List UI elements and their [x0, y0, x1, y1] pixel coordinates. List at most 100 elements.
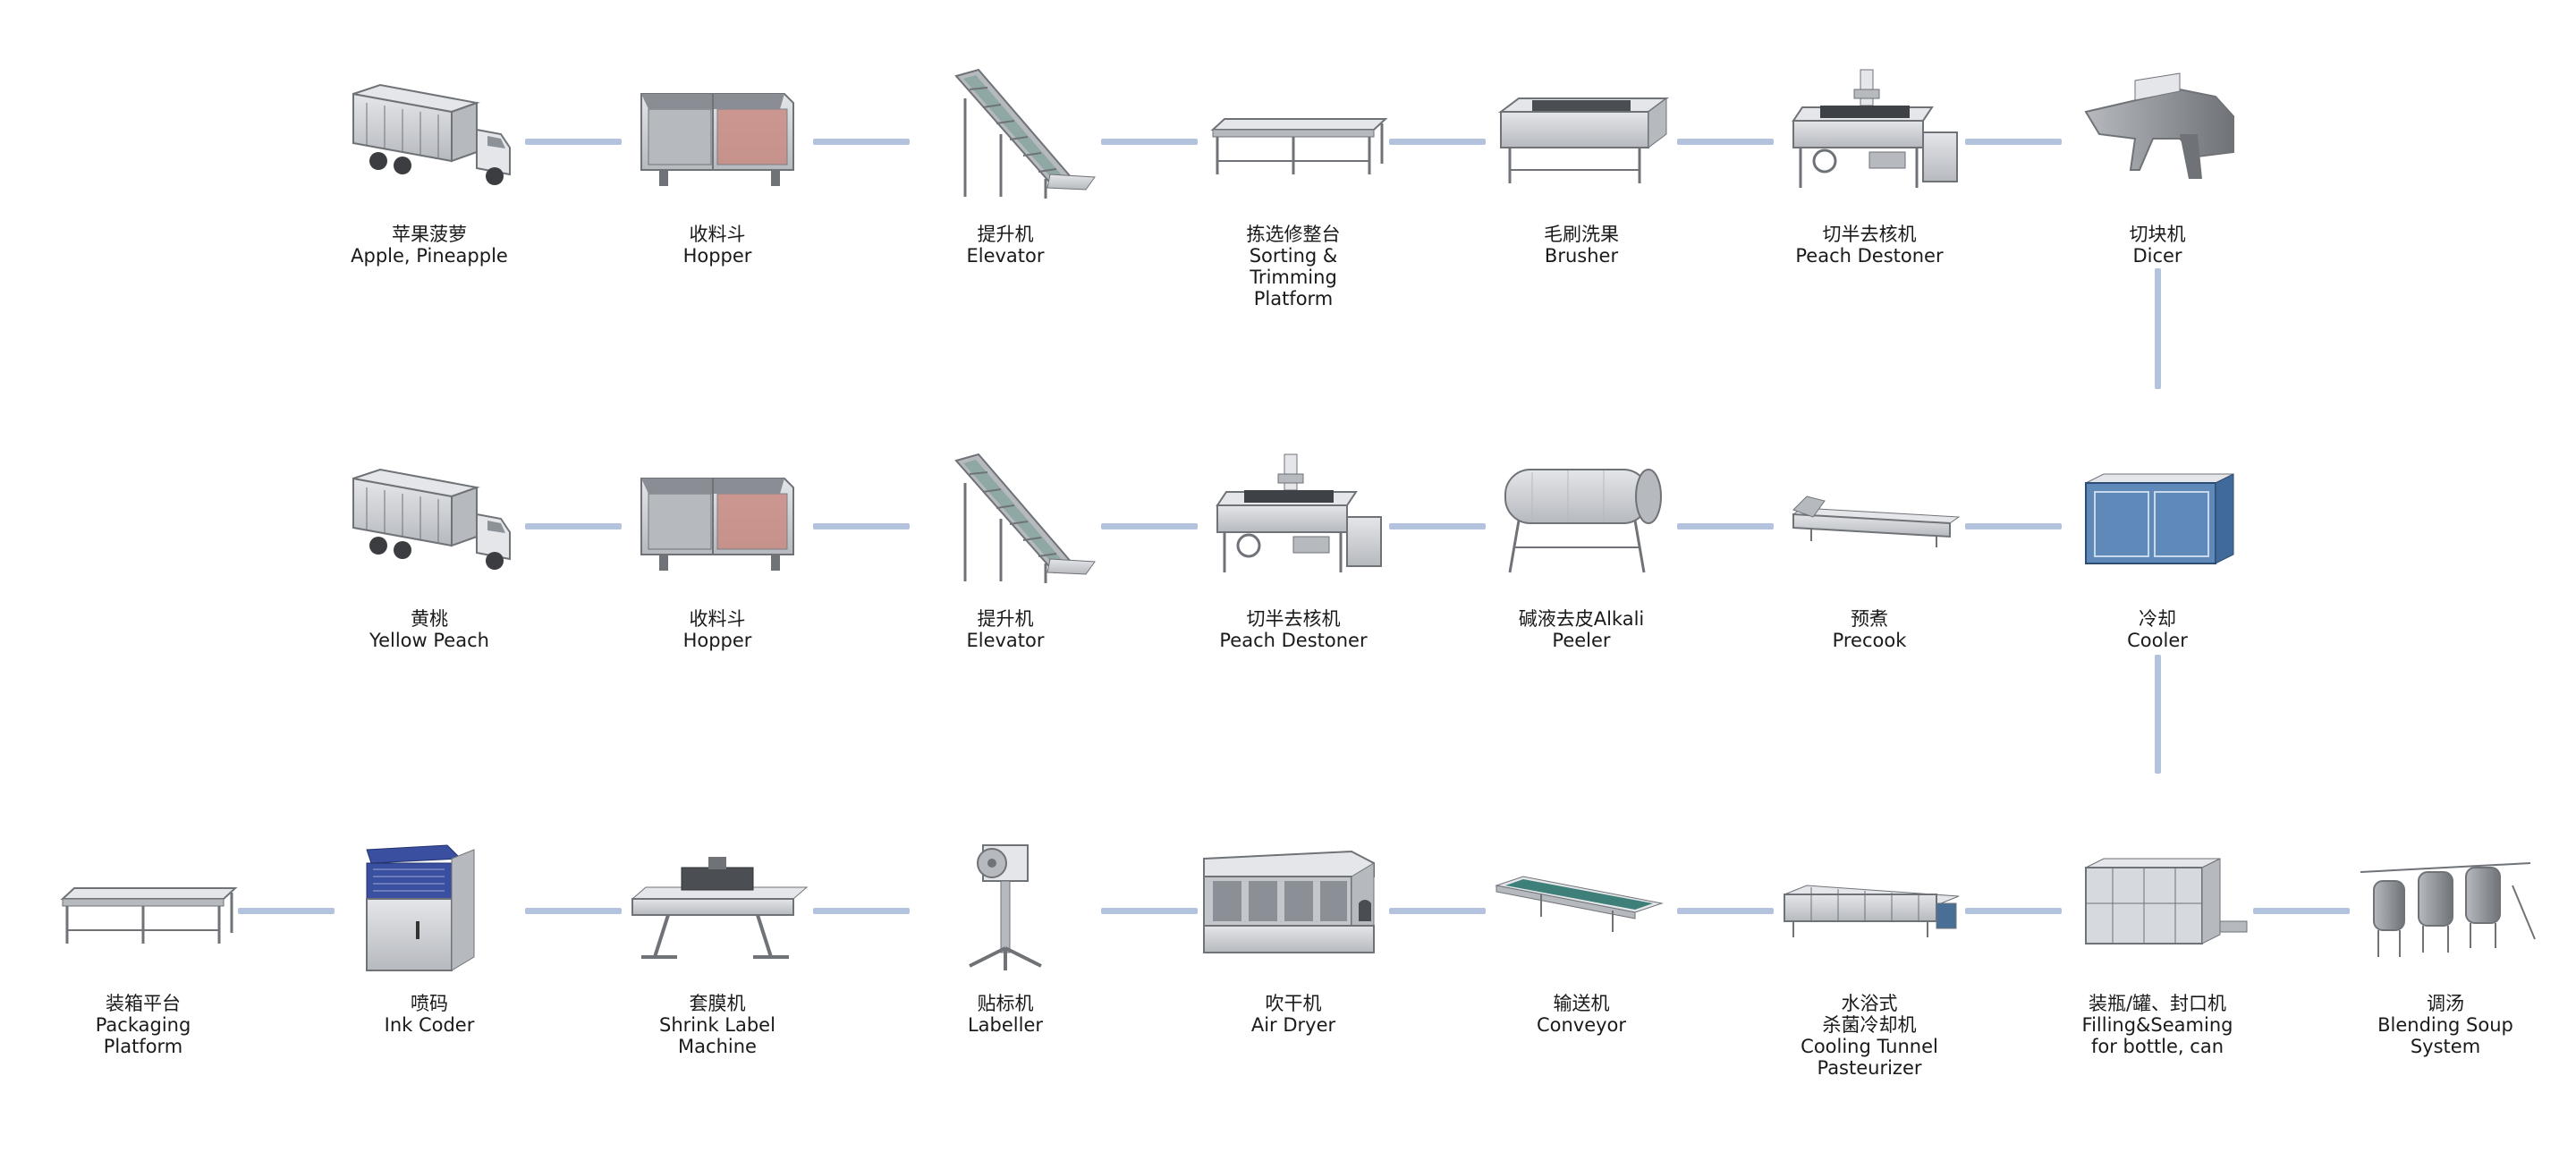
flow-connector [813, 523, 910, 529]
filling-seaming-icon [2085, 858, 2248, 945]
truck-icon [352, 83, 511, 185]
step-label-zh: 贴标机 [977, 993, 1034, 1014]
flow-connector [1101, 139, 1198, 145]
destoner-icon [1792, 69, 1958, 188]
step-label-en: Peach Destoner [1795, 245, 1944, 267]
step-label-en: Labeller [967, 1014, 1044, 1036]
conveyor-icon [1495, 876, 1664, 932]
flow-connector [813, 908, 910, 914]
step-label-en: Apple, Pineapple [351, 245, 508, 267]
step-label-zh: 装箱平台 [106, 993, 181, 1014]
elevator-icon [954, 68, 1096, 199]
dicer-icon [2084, 72, 2234, 179]
air-dryer-icon [1203, 850, 1375, 953]
step-label-zh: 预煮 [1851, 608, 1888, 630]
flow-connector [525, 139, 622, 145]
step-label-zh: 提升机 [977, 608, 1034, 630]
step-label-zh: 黄桃 [411, 608, 448, 630]
step-label-en: Pasteurizer [1817, 1057, 1922, 1079]
step-label-en: Cooler [2127, 630, 2188, 651]
step-label-en: Elevator [966, 630, 1045, 651]
step-label-zh: 冷却 [2139, 608, 2176, 630]
step-label-zh: 切半去核机 [1822, 224, 1917, 245]
flow-connector-vertical [2155, 655, 2161, 774]
step-label-en: Sorting & [1249, 245, 1338, 267]
step-label-zh: 收料斗 [689, 224, 746, 245]
cooler-icon [2085, 473, 2234, 564]
step-label-zh: 毛刷洗果 [1544, 224, 1619, 245]
step-label-en: Hopper [682, 245, 752, 267]
step-label-zh: 输送机 [1553, 993, 1610, 1014]
step-label-en: Ink Coder [384, 1014, 475, 1036]
step-label-zh: 拣选修整台 [1246, 224, 1341, 245]
blending-tanks-icon [2360, 862, 2536, 957]
step-label-en: Hopper [682, 630, 752, 651]
flow-connector [1677, 523, 1774, 529]
alkali-peeler-icon [1504, 469, 1662, 573]
brusher-icon [1498, 97, 1669, 183]
step-label-en: Dicer [2132, 245, 2182, 267]
flow-connector [813, 139, 910, 145]
step-label-en: Machine [678, 1036, 757, 1057]
step-label-zh: 装瓶/罐、封口机 [2088, 993, 2227, 1014]
step-label-en: Filling&Seaming [2081, 1014, 2233, 1036]
step-label-en: Air Dryer [1250, 1014, 1336, 1036]
ink-coder-icon [366, 844, 475, 971]
labeller-icon [969, 844, 1042, 970]
step-label-zh: 套膜机 [689, 993, 746, 1014]
platform-icon [1210, 118, 1388, 174]
platform-icon [60, 887, 238, 944]
flow-connector [1677, 908, 1774, 914]
step-label-zh: 切块机 [2129, 224, 2186, 245]
flow-connector [238, 908, 335, 914]
step-label-en: Peeler [1552, 630, 1611, 651]
truck-icon [352, 468, 511, 570]
step-label-zh: 碱液去皮Alkali [1518, 608, 1645, 630]
step-label-en: Blending Soup [2377, 1014, 2513, 1036]
precook-icon [1792, 496, 1961, 547]
step-label-zh: 苹果菠萝 [392, 224, 467, 245]
flow-connector [2253, 908, 2350, 914]
step-label-zh: 吹干机 [1265, 993, 1322, 1014]
flow-connector [1101, 908, 1198, 914]
flow-connector [1677, 139, 1774, 145]
flow-connector [525, 523, 622, 529]
step-label-en: Brusher [1544, 245, 1619, 267]
flow-connector [1101, 523, 1198, 529]
destoner-icon [1216, 453, 1382, 572]
step-label-zh: 杀菌冷却机 [1822, 1014, 1917, 1036]
flow-connector [1389, 523, 1486, 529]
elevator-icon [954, 453, 1096, 583]
step-label-en: Platform [103, 1036, 183, 1057]
flow-connector [1389, 139, 1486, 145]
step-label-en: Platform [1253, 288, 1334, 309]
step-label-en: Precook [1832, 630, 1907, 651]
flow-connector [1965, 523, 2062, 529]
step-label-en: Shrink Label [659, 1014, 775, 1036]
flow-connector [1965, 908, 2062, 914]
step-label-en: Conveyor [1536, 1014, 1627, 1036]
flow-connector [1389, 908, 1486, 914]
step-label-en: for bottle, can [2090, 1036, 2224, 1057]
